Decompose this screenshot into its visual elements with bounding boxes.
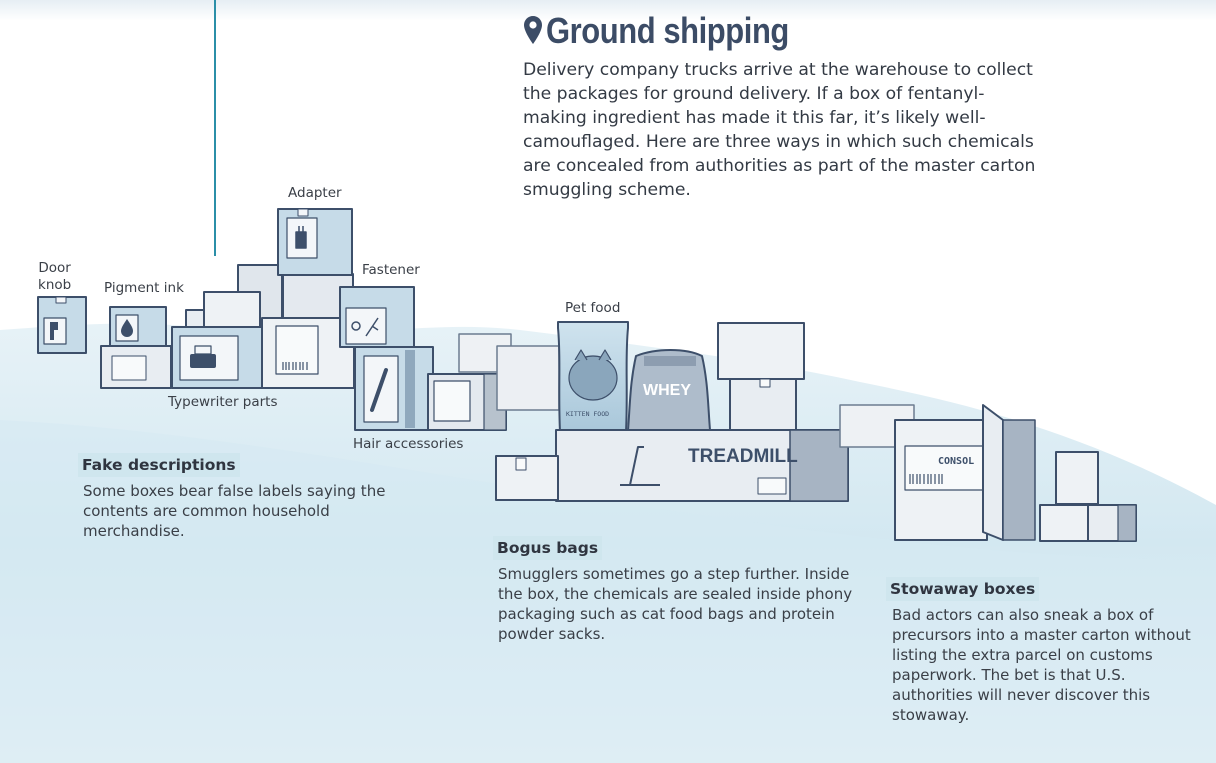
fake-descriptions-heading: Fake descriptions: [78, 453, 240, 477]
adapter-label: Adapter: [288, 185, 342, 201]
kitten-food-text: KITTEN FOOD: [566, 410, 609, 418]
door-knob-label-line-2: knob: [38, 277, 72, 293]
door-knob-label: Door knob: [38, 260, 71, 294]
consol-text: CONSOL: [938, 456, 974, 467]
stowaway-box-small: [1055, 451, 1099, 505]
typewriter-parts-label: Typewriter parts: [168, 394, 278, 410]
stowaway-boxes: [839, 404, 1137, 542]
fake-descriptions-text: Some boxes bear false labels saying the …: [83, 482, 386, 540]
whey-text: WHEY: [643, 382, 691, 399]
pigment-ink-label: Pigment ink: [104, 280, 184, 296]
treadmill-text: TREADMILL: [688, 446, 798, 467]
bogus-bags-text: Smugglers sometimes go a step further. I…: [498, 565, 853, 643]
intro-paragraph: Delivery company trucks arrive at the wa…: [523, 60, 1036, 200]
carton-flap: [982, 404, 1004, 541]
stowaway-boxes-heading: Stowaway boxes: [886, 577, 1040, 601]
stowaway-boxes-text: Bad actors can also sneak a box of precu…: [892, 606, 1191, 724]
bogus-bags-boxes: [458, 321, 849, 502]
hair-accessories-label: Hair accessories: [353, 436, 464, 452]
pet-food-label: Pet food: [565, 300, 621, 316]
fastener-label: Fastener: [362, 262, 420, 278]
ground-shadow: [0, 420, 1216, 763]
location-pin-spacer: [522, 16, 540, 46]
fake-descriptions-boxes: [37, 208, 507, 431]
whey-bag: [627, 349, 711, 431]
sky-wash: [0, 0, 1216, 260]
header: Ground shipping: [522, 10, 828, 52]
page-title: Ground shipping: [546, 10, 789, 51]
door-knob-label-line-1: Door: [38, 260, 71, 276]
location-pin-icon: [524, 16, 542, 44]
bogus-bags-heading: Bogus bags: [493, 536, 603, 560]
